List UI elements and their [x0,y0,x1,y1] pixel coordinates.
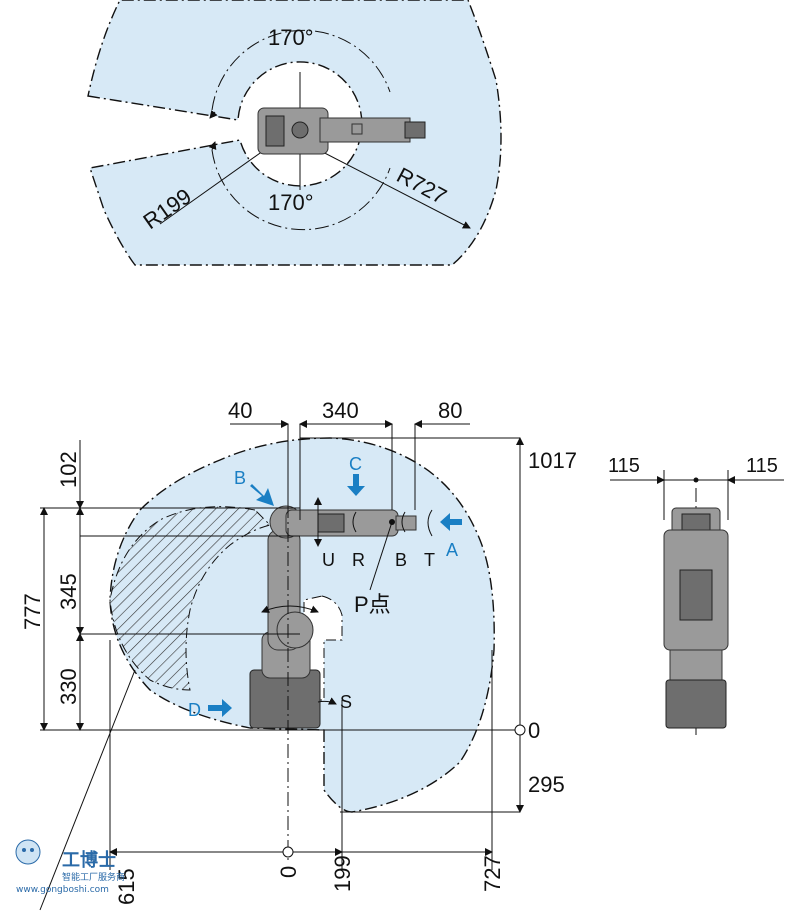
dim-right-0: 0 [528,718,540,743]
dim-bottom-615: 615 [114,868,139,905]
view-label-d: D [188,700,201,720]
dim-left-102: 102 [56,451,81,488]
rear-view-robot [663,507,729,729]
dim-left-330: 330 [56,668,81,705]
view-label-a: A [446,540,458,560]
dim-bottom-0: 0 [276,866,301,878]
rear-view: 115 115 [608,455,784,735]
dim-top-40: 40 [228,398,252,423]
top-view-robot [257,107,426,155]
dim-bottom-727: 727 [480,855,505,892]
axis-label-b: B [395,550,407,570]
rear-dim-left: 115 [608,455,640,477]
view-label-c: C [349,454,362,474]
dim-top-340: 340 [322,398,359,423]
dim-left-345: 345 [56,573,81,610]
watermark-tagline: 智能工厂服务商 [62,871,125,883]
rear-dim-right: 115 [746,455,778,477]
side-view: 40 340 80 102 345 330 777 1017 0 295 615… [20,398,577,911]
axis-label-r: R [352,550,365,570]
watermark-url: www.gongboshi.com [16,885,109,895]
view-label-b: B [234,468,246,488]
top-angle-lower: 170° [268,190,314,215]
dim-top-80: 80 [438,398,462,423]
dim-bottom-199: 199 [330,855,355,892]
view-arrow-a: A [440,513,462,560]
top-angle-upper: 170° [268,25,314,50]
top-view-envelope [87,0,502,266]
side-view-hatch-region [109,506,271,691]
view-arrow-b: B [234,468,274,506]
view-arrow-c: C [347,454,365,496]
watermark: 工博士 智能工厂服务商 www.gongboshi.com [15,839,125,895]
watermark-brand: 工博士 [62,849,116,871]
axis-label-s: S [340,692,352,712]
dim-right-295: 295 [528,772,565,797]
p-point-label: P点 [354,592,391,617]
axis-label-t: T [424,550,435,570]
top-view: 170° 170° R199 R727 [87,0,502,266]
dim-left-777: 777 [20,593,45,630]
view-arrow-d: D [188,699,232,720]
side-view-robot [249,505,417,729]
axis-label-u: U [322,550,335,570]
dim-right-1017: 1017 [528,448,577,473]
